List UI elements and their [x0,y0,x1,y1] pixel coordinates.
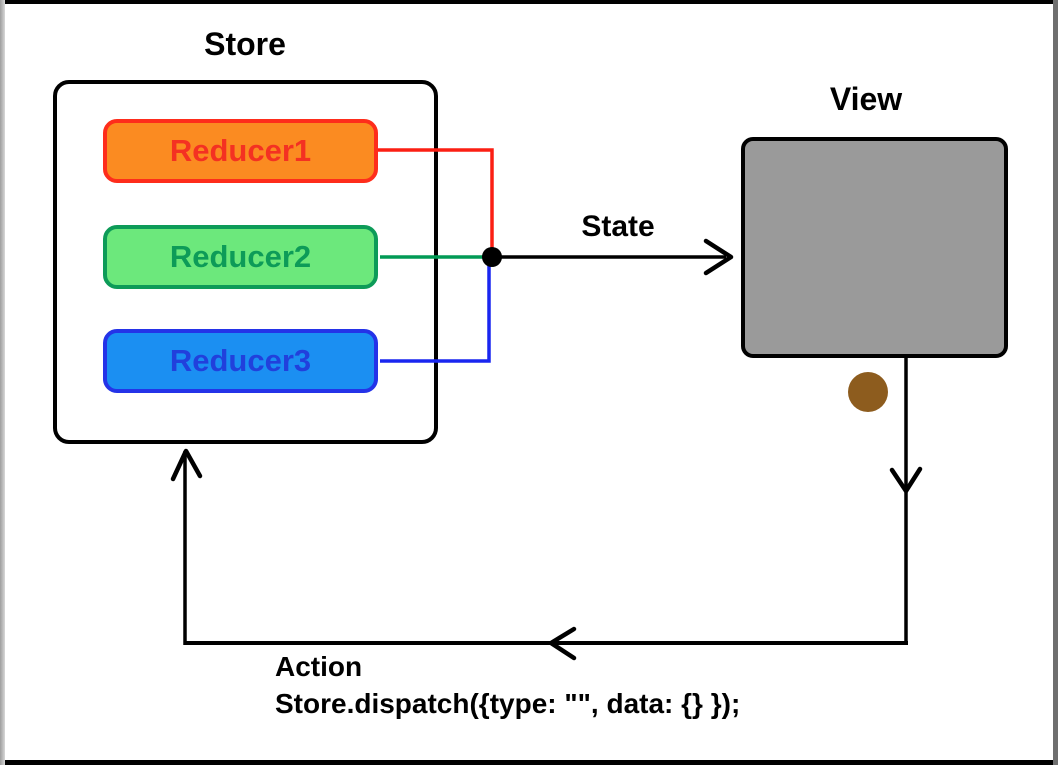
reducer3-label: Reducer3 [169,343,312,378]
junction-dot [482,247,502,267]
reducer1-box: Reducer1 [103,119,378,183]
left-arrowhead-icon [548,626,577,661]
reducer2-box: Reducer2 [103,225,378,289]
frame-top-border [0,0,1058,4]
view-title: View [829,81,903,117]
reducer3-box: Reducer3 [103,329,378,393]
action-label: Action [275,651,363,682]
reducer2-label: Reducer2 [169,239,312,274]
reducer1-label: Reducer1 [169,133,312,168]
action-dispatch-code: Store.dispatch({type: "", data: {} }); [275,688,741,719]
view-box [741,137,1008,358]
frame-bottom-border [0,760,1058,765]
frame-left-edge [0,0,5,765]
state-label: State [581,210,655,243]
state-arrowhead-icon [703,238,734,276]
store-title: Store [204,26,286,62]
down-arrowhead-icon [889,466,923,494]
up-arrowhead-icon [170,448,203,482]
frame-right-edge [1053,0,1058,765]
view-event-dot [848,372,888,412]
